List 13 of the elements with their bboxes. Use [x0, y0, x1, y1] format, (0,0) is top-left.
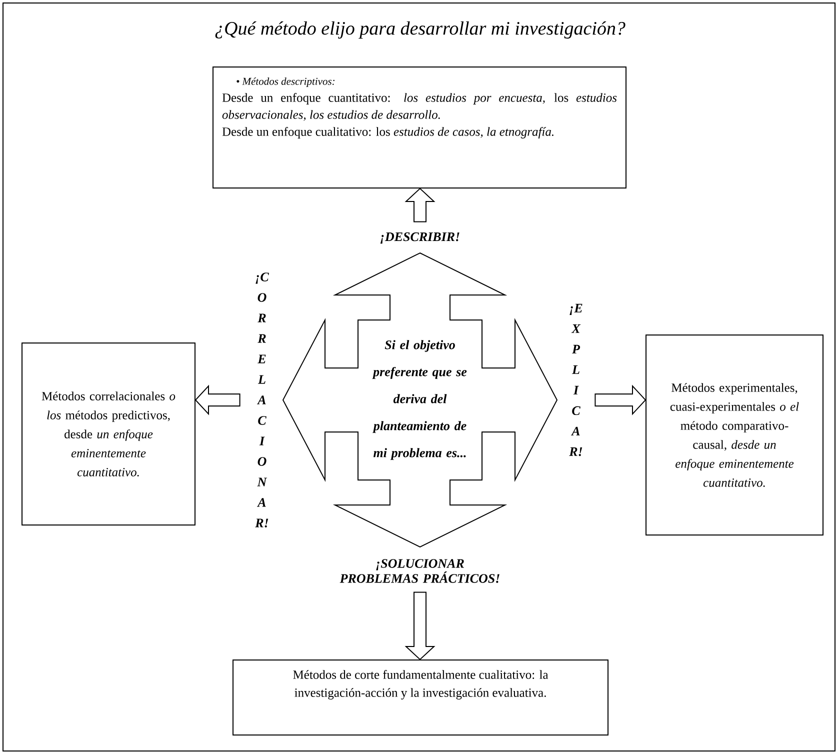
block-arrow	[404, 188, 436, 222]
edge-label: ¡SOLUCIONAR PROBLEMAS PRÁCTICOS!	[340, 559, 500, 583]
block-arrow	[194, 384, 240, 416]
text-box: Métodos experimentales, cuasi-experimentales o el método comparativo-causal, desde un enfoque eminentemente cuantitativo.	[646, 334, 824, 536]
edge-label: ¡EXPLICAR!	[569, 304, 582, 456]
text-box: • Métodos descriptivos: Desde un enfoque cuantitativo: los estudios por encuesta, los estudios observacionales, los estudios de desarrollo. Desde un enfoque cualitativo: los estudios de casos, la etnografía.	[212, 66, 626, 188]
title: ¿Qué método elijo para desarrollar mi investigación?	[215, 21, 626, 39]
text-box: Métodos de corte fundamentalmente cualitativo: la investigación-acción y la investigación evaluativa.	[232, 660, 608, 736]
block-arrow	[594, 384, 646, 416]
edge-label: ¡DESCRIBIR!	[380, 232, 460, 244]
edge-label: ¡CORRELACIONAR!	[255, 272, 269, 528]
text-box: Métodos correlacionales o los métodos predictivos, desde un enfoque eminentemente cuantitativo.	[22, 342, 196, 526]
block-arrow	[404, 592, 436, 660]
